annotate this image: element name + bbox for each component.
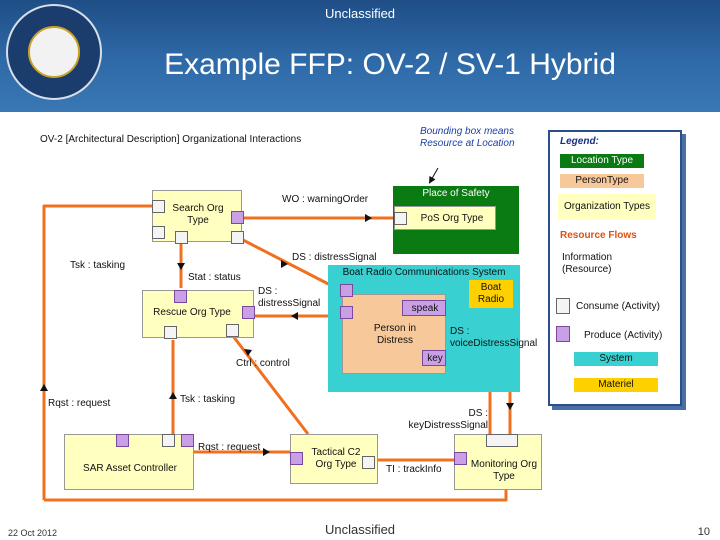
label-request-1: Rqst : request [48, 398, 111, 409]
search-consume-port-2 [152, 226, 165, 239]
arrow-tsk-search [177, 263, 185, 270]
diagram-subtitle: OV-2 [Architectural Description] Organiz… [40, 134, 302, 145]
legend-system-swatch: System [574, 352, 658, 366]
slide-title: Example FFP: OV-2 / SV-1 Hybrid [164, 48, 616, 81]
legend-panel: Legend: Location Type PersonType Organiz… [548, 130, 682, 406]
label-distress-signal: DS : distressSignal [292, 252, 377, 263]
sar-consume-port [162, 434, 175, 447]
search-consume-port-1 [152, 200, 165, 213]
person-label: Person in Distress [373, 323, 417, 346]
label-request-2: Rqst : request [198, 442, 261, 453]
legend-materiel-swatch: Materiel [574, 378, 658, 392]
rescue-consume-port-1 [164, 326, 177, 339]
label-status: Stat : status [188, 272, 241, 283]
footer-classification: Unclassified [324, 522, 396, 537]
pos-org-label: PoS Org Type [420, 213, 484, 224]
pos-org-type: PoS Org Type [394, 206, 496, 230]
label-distress-signal-2: DS : distressSignal [258, 286, 321, 309]
legend-person-label: PersonType [575, 175, 629, 186]
arrow-ds-rescue [291, 312, 298, 320]
flow-request-loop [42, 204, 152, 500]
sar-produce-port-2 [181, 434, 194, 447]
legend-person-swatch: PersonType [560, 174, 644, 188]
label-warning-order: WO : warningOrder [282, 194, 369, 205]
page-number: 10 [697, 526, 710, 538]
header-classification: Unclassified [324, 6, 396, 21]
rescue-produce-port-top [174, 290, 187, 303]
legend-location-swatch: Location Type [560, 154, 644, 168]
search-produce-port [231, 211, 244, 224]
boat-radio-label: Boat Radio [477, 282, 505, 305]
dod-seal-icon [6, 4, 102, 100]
rescue-org-label: Rescue Org Type [153, 307, 231, 318]
key-port: key [422, 350, 446, 366]
key-label: key [427, 353, 443, 364]
flow-control [231, 335, 310, 435]
arrow-tsk-sar [169, 392, 177, 399]
rescue-consume-port-2 [226, 324, 239, 337]
person-produce-port-top [340, 284, 353, 297]
tactical-label: Tactical C2 Org Type [311, 447, 361, 470]
arrow-key [506, 403, 514, 410]
boat-comms-label: Boat Radio Communications System [342, 267, 506, 278]
rescue-produce-port [242, 306, 255, 319]
arrow-ds-search [281, 260, 288, 268]
legend-org-swatch: Organization Types [558, 194, 656, 220]
monitoring-label: Monitoring Org Type [470, 459, 538, 482]
tactical-produce-port [290, 452, 303, 465]
sar-label: SAR Asset Controller [83, 463, 177, 474]
label-control: Ctrl : control [236, 358, 290, 369]
label-tasking-1: Tsk : tasking [70, 260, 126, 271]
label-voice-distress: DS : voiceDistressSignal [450, 326, 538, 349]
monitoring-produce-port [454, 452, 467, 465]
sar-produce-port-1 [116, 434, 129, 447]
monitoring-consume-port [486, 434, 518, 447]
legend-system-label: System [599, 353, 633, 364]
pos-consume-port [394, 212, 407, 225]
arrow-rqst-loop [40, 384, 48, 391]
legend-title: Legend: [560, 136, 599, 147]
legend-materiel-label: Materiel [598, 379, 634, 390]
legend-consume-label: Consume (Activity) [576, 301, 660, 312]
search-org-label: Search Org Type [172, 203, 224, 226]
slide-header: Unclassified Example FFP: OV-2 / SV-1 Hy… [0, 0, 720, 112]
flow-distress-search [242, 238, 341, 292]
legend-information: Information (Resource) [562, 252, 613, 275]
boat-radio-materiel: Boat Radio [469, 280, 513, 308]
place-of-safety-label: Place of Safety [422, 188, 490, 199]
search-consume-port-3 [175, 231, 188, 244]
label-key-distress: DS : keyDistressSignal [408, 408, 488, 431]
search-consume-port-4 [231, 231, 244, 244]
arrow-wo [365, 214, 372, 222]
label-track-info: TI : trackInfo [386, 464, 442, 475]
arrow-ctrl [244, 349, 252, 356]
legend-consume-swatch [556, 298, 570, 314]
legend-produce-label: Produce (Activity) [584, 330, 663, 341]
arrow-rqst-sar [263, 448, 270, 456]
legend-org-label: Organization Types [564, 201, 650, 212]
label-tasking-2: Tsk : tasking [180, 394, 236, 405]
callout-pointer [429, 167, 439, 184]
footer-date: 22 Oct 2012 [8, 528, 58, 538]
legend-location-label: Location Type [570, 155, 634, 166]
speak-label: speak [411, 303, 439, 314]
flow-request-bottom [44, 490, 508, 502]
speak-port: speak [402, 300, 446, 316]
person-produce-port [340, 306, 353, 319]
legend-resource-flows: Resource Flows [560, 230, 637, 241]
search-org-type: Search Org Type [152, 190, 242, 242]
tactical-consume-port [362, 456, 375, 469]
legend-produce-swatch [556, 326, 570, 342]
monitoring-org-type: Monitoring Org Type [454, 434, 542, 490]
bounding-box-callout: Bounding box means Resource at Location [420, 126, 515, 149]
